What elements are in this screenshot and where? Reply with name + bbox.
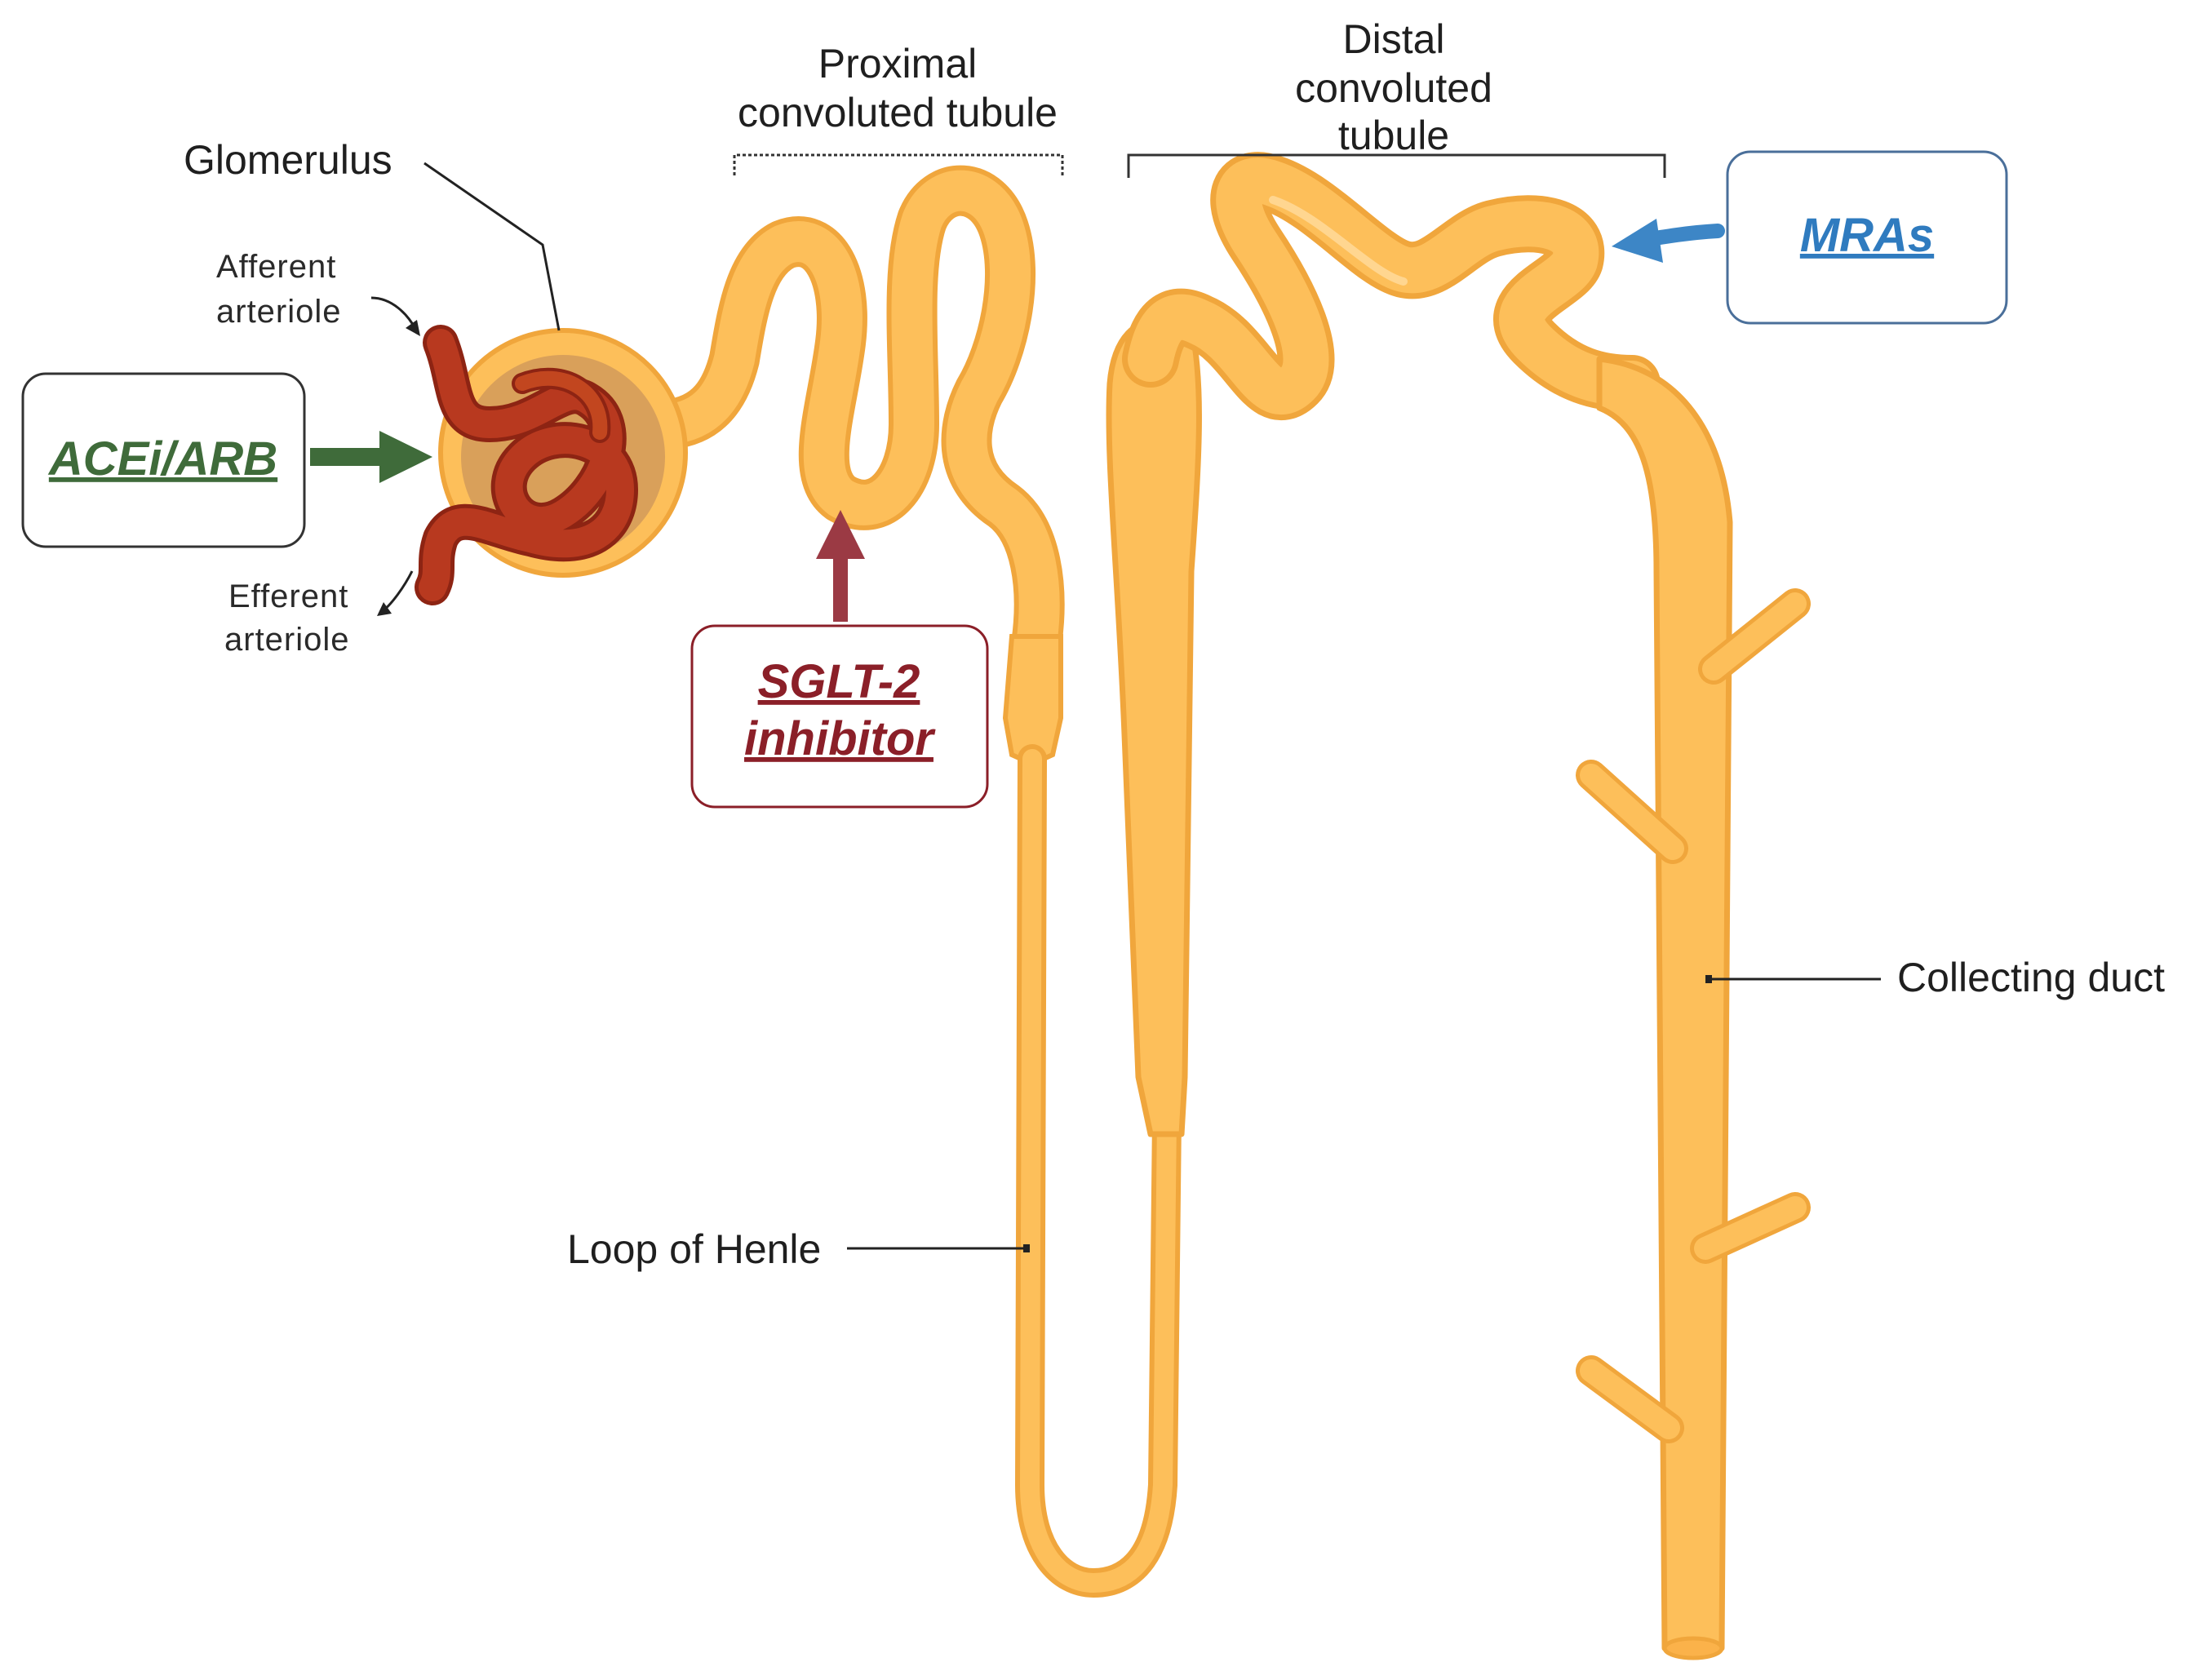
glomerulus-label: Glomerulus xyxy=(184,137,392,183)
loop-of-henle-label: Loop of Henle xyxy=(567,1226,821,1272)
collecting-duct-label: Collecting duct xyxy=(1897,955,2165,1000)
afferent-arrowhead xyxy=(406,320,420,336)
sglt2-label-line1: SGLT-2 xyxy=(758,655,920,708)
proximal-label-line1: Proximal xyxy=(818,41,977,86)
collecting-duct-opening xyxy=(1662,1636,1724,1660)
mras-label: MRAs xyxy=(1800,209,1934,262)
descending-thick-segment xyxy=(1002,634,1063,765)
sglt2-label-line2: inhibitor xyxy=(744,712,936,765)
distal-bracket xyxy=(1127,153,1666,178)
efferent-arrow xyxy=(383,570,414,612)
tubule-fill xyxy=(649,170,1060,665)
collecting-duct-body xyxy=(1596,356,1733,1651)
ascending-thick-limb xyxy=(1106,318,1202,1137)
mras-box xyxy=(1726,150,2008,325)
sglt2-arrow-head xyxy=(816,510,865,559)
proximal-bracket xyxy=(733,153,1064,175)
collecting-duct-pointer-dot xyxy=(1705,975,1712,983)
capillary-tuft xyxy=(415,325,638,605)
afferent-label-line1: Afferent xyxy=(216,249,336,285)
loop-of-henle xyxy=(1019,749,1177,1594)
acei-arb-label: ACEi/ARB xyxy=(47,432,277,485)
efferent-label-line2: arteriole xyxy=(224,622,350,658)
proximal-label-line2: convoluted tubule xyxy=(738,90,1058,135)
distal-convoluted-tubule xyxy=(1128,157,1655,414)
afferent-label-line2: arteriole xyxy=(216,294,342,330)
glomerulus xyxy=(415,325,688,605)
mras-arrow-head xyxy=(1612,219,1663,263)
loop-of-henle-pointer-dot xyxy=(1023,1244,1030,1252)
acei-arb-box xyxy=(21,372,306,548)
distal-label-line2: convoluted xyxy=(1295,65,1492,111)
efferent-label-line1: Efferent xyxy=(228,578,348,614)
collecting-duct-branches xyxy=(1576,588,1811,1443)
proximal-convoluted-tubule xyxy=(649,170,1060,665)
distal-label-line3: tubule xyxy=(1338,113,1449,158)
efferent-arrowhead xyxy=(377,602,392,616)
acei-arb-arrow-head xyxy=(379,431,432,483)
dct-highlight xyxy=(1269,196,1408,286)
sglt2-box xyxy=(690,624,989,809)
distal-label-line1: Distal xyxy=(1342,16,1444,62)
glomerulus-pointer xyxy=(424,162,561,331)
